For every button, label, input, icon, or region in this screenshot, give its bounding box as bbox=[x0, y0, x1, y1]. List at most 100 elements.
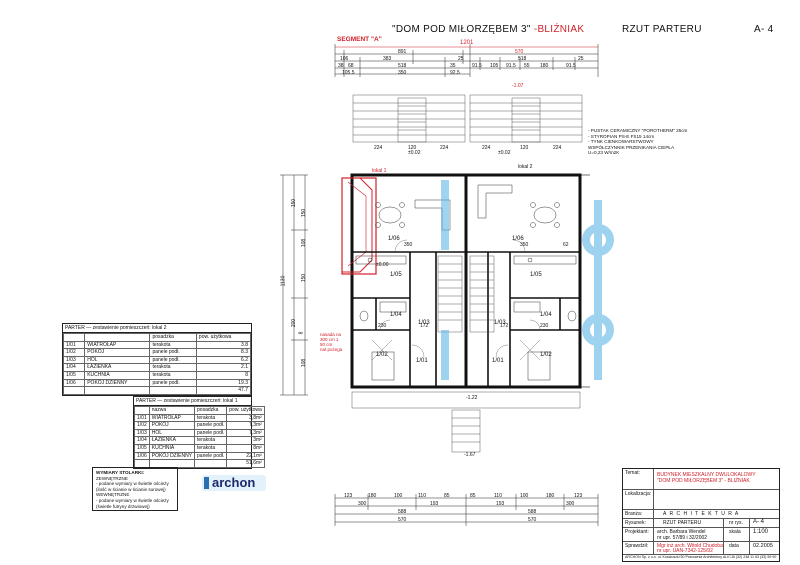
dim-top-9: 68 bbox=[348, 63, 354, 69]
table1-title: PARTER — zestawienie pomieszczeń: lokal … bbox=[63, 324, 251, 333]
dim-top-20: 92.5 bbox=[450, 70, 460, 76]
room-schedule-unit-2: PARTER — zestawienie pomieszczeń: lokal … bbox=[62, 323, 252, 396]
table-header-row: nazwa posadzka pow. użytkowa bbox=[134, 406, 265, 415]
cell: 8.3 bbox=[195, 348, 252, 357]
cell: terakota bbox=[149, 363, 197, 372]
th bbox=[134, 406, 150, 415]
level-bottom: -1.67 bbox=[464, 452, 476, 458]
sofa-right bbox=[477, 184, 513, 219]
cell: POKÓJ DZIENNY bbox=[148, 451, 196, 461]
dim-top-12: 91.5 bbox=[472, 63, 482, 69]
tb-projektant-label: Projektant: bbox=[625, 529, 649, 535]
logo-mark-icon bbox=[202, 475, 266, 491]
idim-10: 230 bbox=[378, 323, 387, 329]
side-dim-1: 150 bbox=[291, 198, 298, 208]
idim-5: 120 bbox=[520, 145, 529, 151]
level-top: -1.07 bbox=[512, 83, 524, 89]
wall-note-line-1: - PUSTAK CERAMICZNY "POROTHERM" 25cm bbox=[588, 128, 688, 133]
th: pow. użytkowa bbox=[226, 406, 265, 415]
wall-note-line-5: U=0,23 W/m2K bbox=[588, 150, 620, 156]
side-dimension-lines bbox=[280, 174, 308, 396]
legend-line: - podane wymiary w świetle ościeży bbox=[96, 481, 169, 487]
dim-top-11: 35 bbox=[450, 63, 456, 69]
interior-walls bbox=[352, 251, 580, 387]
bdim-2: 180 bbox=[368, 493, 377, 499]
cell: WIATROŁAP bbox=[84, 340, 151, 350]
bathroom-fixtures bbox=[359, 301, 577, 322]
dining-table-left bbox=[375, 202, 405, 228]
dining-table-right bbox=[530, 202, 560, 228]
cell: 1/05 bbox=[134, 443, 150, 453]
bdim-13: 193 bbox=[496, 501, 505, 507]
cell: panele podł. bbox=[194, 428, 228, 438]
cell: POKÓJ bbox=[84, 348, 151, 357]
bdim-6: 85 bbox=[470, 493, 476, 499]
tb-footer: ARCHON Sp. z o.o. ul. Kościuszki 50 Prac… bbox=[625, 555, 777, 559]
title-block: Temat: BUDYNEK MIESZKALNY DWULOKALOWY "D… bbox=[622, 468, 780, 562]
cell: KUCHNIA bbox=[84, 370, 151, 380]
cell: 1/02 bbox=[134, 421, 150, 430]
legend-line: (świetle futryny drzwiowej) bbox=[96, 503, 150, 509]
wall-note-line-4: WSPÓŁCZYNNIK PRZENIKANIA CIEPŁA bbox=[588, 144, 675, 150]
idim-7: 350 bbox=[404, 242, 413, 248]
table1-total: 47.7 bbox=[195, 386, 252, 395]
door-swings bbox=[371, 239, 541, 361]
segment-label: SEGMENT "A" bbox=[337, 36, 382, 43]
idim-13: 230 bbox=[540, 323, 549, 329]
cell: ŁAZIENKA bbox=[84, 363, 151, 372]
table-total-row: 47.7 bbox=[62, 386, 252, 395]
tb-rysunek: RZUT PARTERU bbox=[663, 520, 702, 526]
room-1-01-left: 1/01 bbox=[416, 358, 428, 364]
tb-sprawdzil-label: Sprawdził: bbox=[625, 543, 649, 549]
cell: 22,1m² bbox=[226, 451, 265, 461]
tb-upr2: nr upr. UAN-7342-125/92 bbox=[657, 548, 713, 554]
tb-branza-label: Branża: bbox=[625, 511, 643, 517]
cell: 8 bbox=[195, 370, 252, 380]
drawing-title: "DOM POD MIŁORZĘBEM 3" -BLIŹNIAK bbox=[392, 24, 584, 35]
dim-top-6: 518 bbox=[518, 56, 527, 62]
tb-data-label: data bbox=[729, 543, 739, 549]
dim-top-19: 350 bbox=[398, 70, 407, 76]
tb-skala: 1:100 bbox=[753, 529, 769, 535]
dim-top-3: 106 bbox=[340, 56, 349, 62]
tb-projektant: arch. Barbara Wendel bbox=[657, 529, 706, 535]
logo-text: archon bbox=[212, 475, 256, 490]
cell: KUCHNIA bbox=[148, 443, 196, 453]
room-1-02-right: 1/02 bbox=[540, 352, 552, 358]
cell: ŁAZIENKA bbox=[148, 436, 196, 445]
axis-markers bbox=[580, 174, 590, 388]
dim-top-13: 105 bbox=[490, 63, 499, 69]
side-dim-2: 200 bbox=[291, 318, 298, 328]
cell: 1/06 bbox=[134, 451, 150, 461]
dimension-ticks bbox=[334, 44, 599, 77]
red-note-3: 50 cm bbox=[320, 342, 333, 347]
tb-temat2: "DOM POD MIŁORZĘBEM 3" - BLIŹNIAK bbox=[657, 478, 750, 484]
red-annotation: nasada na 300 cm 1 50 cm nat pożega bbox=[320, 332, 342, 352]
project-title: "DOM POD MIŁORZĘBEM 3" bbox=[392, 24, 531, 35]
bdim-10: 123 bbox=[574, 493, 583, 499]
sheet-number: A- 4 bbox=[754, 24, 774, 35]
bdim-3: 100 bbox=[394, 493, 403, 499]
red-note-4: nat pożega bbox=[320, 347, 343, 352]
room-1-05-right: 1/05 bbox=[530, 272, 542, 278]
tb-branza: A R C H I T E K T U R A bbox=[663, 511, 740, 517]
legend-line: (ilość w ścianie w ścianie surowej) bbox=[96, 486, 166, 492]
cell: POKÓJ DZIENNY bbox=[84, 378, 151, 388]
top-dimension-lines bbox=[334, 44, 599, 77]
tb-data: 02.2005 bbox=[753, 543, 773, 549]
cell: 3,8m² bbox=[226, 413, 265, 423]
bdim-5: 85 bbox=[444, 493, 450, 499]
cell: 1/02 bbox=[62, 348, 86, 357]
room-schedule-unit-1: PARTER — zestawienie pomieszczeń: lokal … bbox=[133, 396, 265, 469]
idim-12: 172 bbox=[500, 323, 509, 329]
bdim-7: 110 bbox=[494, 493, 502, 499]
cell: 1/01 bbox=[62, 340, 86, 350]
room-1-06-right: 1/06 bbox=[512, 236, 524, 242]
room-1-01-right: 1/01 bbox=[492, 358, 504, 364]
